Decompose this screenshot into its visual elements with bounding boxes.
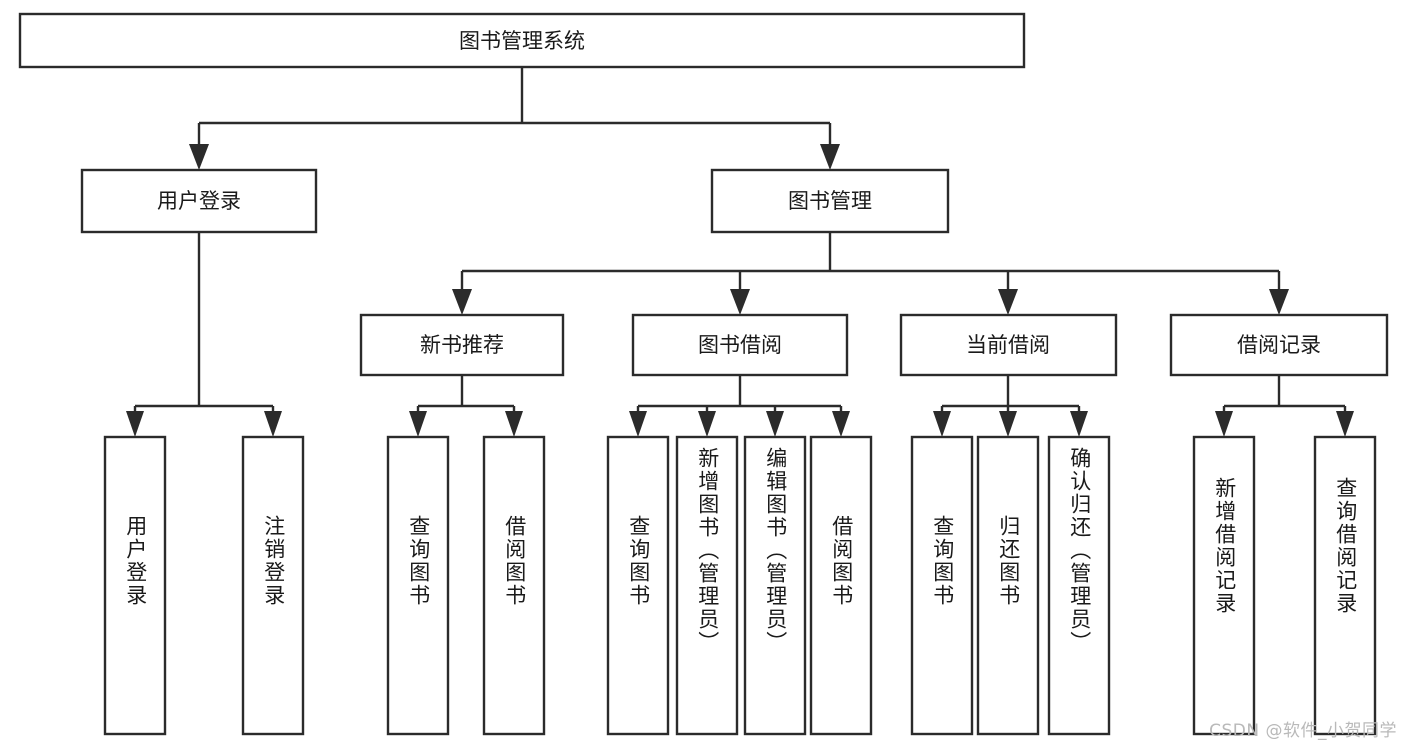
node-borrow-record-label: 借阅记录 [1237, 333, 1321, 357]
node-leaf-query-book-3-box[interactable] [910, 435, 974, 736]
arrow-head-leaf-borrow-book-2 [832, 411, 850, 437]
arrow-head-new-book-rec [452, 289, 472, 315]
node-leaf-query-book-2-box[interactable] [606, 435, 670, 736]
node-leaf-logout-box[interactable] [241, 435, 305, 736]
node-new-book-rec-box[interactable] [359, 313, 565, 377]
arrow-head-leaf-add-book [698, 411, 716, 437]
node-current-borrow-label: 当前借阅 [966, 333, 1050, 357]
node-borrow-record-box[interactable] [1169, 313, 1389, 377]
arrow-head-leaf-query-book-1 [409, 411, 427, 437]
node-leaf-query-book-1-box[interactable] [386, 435, 450, 736]
node-leaf-user-login-box[interactable] [103, 435, 167, 736]
node-leaf-add-record-box[interactable] [1192, 435, 1256, 736]
connector-group-borrow-record [1215, 375, 1354, 437]
arrow-head-leaf-confirm-return [1070, 411, 1088, 437]
node-leaf-query-record-box[interactable] [1313, 435, 1377, 736]
arrow-head-leaf-return-book [999, 411, 1017, 437]
node-leaf-borrow-book-2-box[interactable] [809, 435, 873, 736]
arrow-head-leaf-user-login [126, 411, 144, 437]
node-user-login-label: 用户登录 [157, 189, 241, 213]
connector-group-root [189, 67, 840, 170]
arrow-head-user-login [189, 144, 209, 170]
node-book-manage-label: 图书管理 [788, 189, 872, 213]
node-root-box[interactable] [18, 12, 1026, 69]
node-leaf-borrow-book-1-box[interactable] [482, 435, 546, 736]
arrow-head-leaf-logout [264, 411, 282, 437]
arrow-head-leaf-query-record [1336, 411, 1354, 437]
arrow-head-leaf-edit-book [766, 411, 784, 437]
node-leaf-confirm-return-box[interactable] [1047, 435, 1111, 736]
arrow-head-leaf-query-book-3 [933, 411, 951, 437]
arrow-head-leaf-borrow-book-1 [505, 411, 523, 437]
arrow-head-current-borrow [998, 289, 1018, 315]
node-book-borrow-box[interactable] [631, 313, 849, 377]
node-leaf-add-book-box[interactable] [675, 435, 739, 736]
connector-group-current-borrow [933, 375, 1088, 437]
node-user-login-box[interactable] [80, 168, 318, 234]
arrow-head-leaf-query-book-2 [629, 411, 647, 437]
arrow-head-book-manage [820, 144, 840, 170]
csdn-watermark: CSDN @软件_小贺同学 [1209, 721, 1397, 741]
connector-group-book-borrow [629, 375, 850, 437]
connector-group-new-book-rec [409, 375, 523, 437]
node-book-borrow-label: 图书借阅 [698, 333, 782, 357]
node-leaf-return-book-box[interactable] [976, 435, 1040, 736]
node-new-book-rec-label: 新书推荐 [420, 333, 504, 357]
arrow-head-leaf-add-record [1215, 411, 1233, 437]
node-current-borrow-box[interactable] [899, 313, 1118, 377]
node-leaf-edit-book-box[interactable] [743, 435, 807, 736]
arrow-head-book-borrow [730, 289, 750, 315]
node-root-label: 图书管理系统 [459, 29, 585, 53]
connector-group-book-manage [452, 232, 1289, 315]
arrow-head-borrow-record [1269, 289, 1289, 315]
connector-group-user-login [126, 232, 282, 437]
node-book-manage-box[interactable] [710, 168, 950, 234]
